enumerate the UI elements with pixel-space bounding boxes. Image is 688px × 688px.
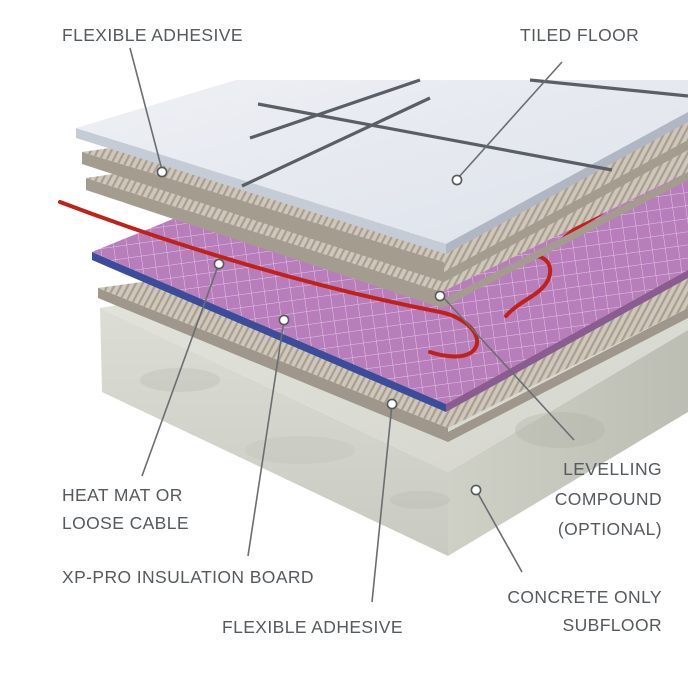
insulation-board-edge	[92, 252, 446, 412]
insulation-board-side	[446, 270, 688, 412]
concrete-side-face	[448, 330, 688, 556]
tiled-floor-layer	[76, 78, 688, 254]
anchor-insulation-board	[278, 314, 290, 326]
label-concrete-line1: CONCRETE ONLY	[507, 587, 662, 607]
tile-surface	[76, 80, 688, 244]
anchor-flexible-adhesive-top	[156, 166, 168, 178]
label-levelling-line2: COMPOUND	[554, 489, 662, 509]
leader-flexible-adhesive-top	[129, 47, 163, 171]
leader-flexible-adhesive-bottom	[371, 403, 393, 603]
anchor-dots	[156, 166, 482, 496]
leader-insulation-board	[247, 319, 285, 557]
label-flexible-adhesive-bottom: FLEXIBLE ADHESIVE	[222, 617, 403, 637]
label-concrete-line2: SUBFLOOR	[562, 615, 662, 635]
label-insulation-board: XP-PRO INSULATION BOARD	[62, 567, 314, 587]
anchor-concrete-subfloor	[470, 484, 482, 496]
label-flexible-adhesive-top: FLEXIBLE ADHESIVE	[62, 25, 243, 45]
tile-grout-lines	[241, 78, 688, 188]
levelling-compound-edge	[86, 172, 688, 308]
leader-tiled-floor	[457, 61, 563, 179]
upper-adhesive-edge	[82, 140, 688, 282]
anchor-heat-mat	[213, 258, 225, 270]
lower-adhesive-edge	[98, 288, 688, 442]
heating-cable-lead	[58, 200, 480, 359]
concrete-texture	[140, 368, 605, 509]
label-levelling-line1: LEVELLING	[563, 459, 662, 479]
tile-side-edge	[446, 112, 688, 254]
label-levelling-line3: (OPTIONAL)	[557, 519, 662, 539]
concrete-front-face	[100, 308, 448, 556]
leader-heat-mat	[141, 265, 219, 477]
anchor-levelling-compound	[434, 290, 446, 302]
anchor-tiled-floor	[451, 174, 463, 186]
leader-lines	[129, 47, 575, 603]
label-tiled-floor: TILED FLOOR	[520, 25, 640, 45]
label-heat-mat-line2: LOOSE CABLE	[62, 513, 189, 533]
leader-concrete-subfloor	[475, 489, 523, 573]
label-heat-mat-line1: HEAT MAT OR	[62, 485, 183, 505]
leader-levelling-compound	[441, 295, 575, 441]
tile-front-edge	[76, 128, 446, 254]
anchor-flexible-adhesive-bottom	[386, 398, 398, 410]
